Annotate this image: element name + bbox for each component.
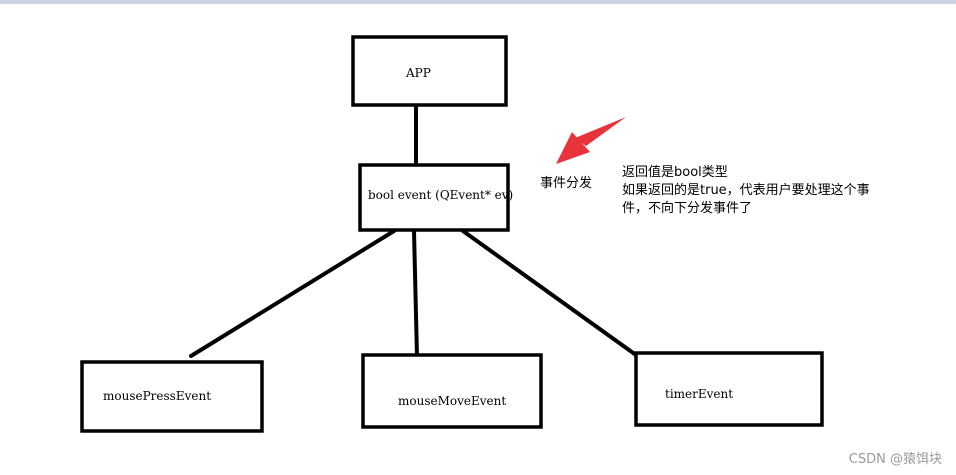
node-timer-box bbox=[634, 351, 824, 427]
connector-lines bbox=[189, 103, 638, 359]
node-mouse-move: mouseMoveEvent bbox=[361, 353, 543, 429]
node-mouse-press-box bbox=[80, 360, 264, 433]
node-event: bool event (QEvent* ev) bbox=[358, 163, 513, 232]
node-app-label: APP bbox=[405, 66, 431, 80]
return-value-note-line: 如果返回的是true，代表用户要处理这个事 bbox=[622, 183, 870, 198]
dispatch-label: 事件分发 bbox=[540, 176, 593, 191]
dispatch-arrow-icon bbox=[556, 117, 626, 164]
node-timer-label: timerEvent bbox=[665, 387, 733, 401]
dispatch-arrow-head bbox=[556, 132, 590, 164]
node-mouse-press-label: mousePressEvent bbox=[103, 389, 211, 403]
node-app: APP bbox=[351, 35, 508, 107]
return-value-note: 返回值是bool类型 如果返回的是true，代表用户要处理这个事 件，不向下分发… bbox=[622, 164, 870, 218]
connector-event-to-mouse-press bbox=[189, 229, 396, 358]
connector-event-to-timer bbox=[461, 229, 638, 357]
node-timer: timerEvent bbox=[634, 351, 824, 427]
node-mouse-move-label: mouseMoveEvent bbox=[398, 394, 506, 408]
watermark: CSDN @猿饵块 bbox=[848, 452, 942, 467]
window-top-border bbox=[0, 0, 956, 4]
return-value-note-line: 返回值是bool类型 bbox=[622, 165, 728, 180]
node-event-label: bool event (QEvent* ev) bbox=[368, 188, 513, 202]
node-event-box bbox=[358, 163, 510, 232]
connector-event-to-mouse-move bbox=[412, 229, 419, 359]
dispatch-arrow-shaft bbox=[575, 117, 626, 146]
node-app-box bbox=[351, 35, 508, 107]
node-mouse-move-box bbox=[361, 353, 543, 429]
return-value-note-line: 件，不向下分发事件了 bbox=[622, 201, 753, 216]
node-mouse-press: mousePressEvent bbox=[80, 360, 264, 433]
